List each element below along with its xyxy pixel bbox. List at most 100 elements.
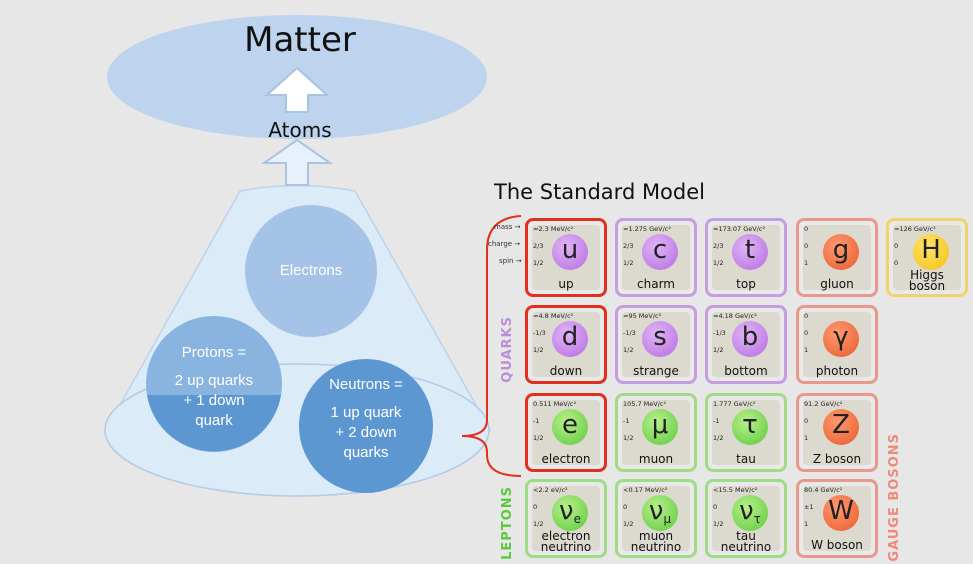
particle-mass: <2.2 eV/c²: [533, 486, 568, 494]
protons-circle-lower: [147, 395, 281, 452]
particle-name: electron neutrino: [540, 529, 592, 554]
particle-symbol-subscript: μ: [663, 512, 672, 526]
particle-spin: 1/2: [533, 520, 544, 528]
particle-symbol-text: ν: [559, 496, 574, 526]
particle-mass: ≈4.8 MeV/c²: [533, 312, 574, 320]
particle-mass: <15.5 MeV/c²: [713, 486, 758, 494]
particle-name: photon: [815, 364, 859, 378]
neutrons-circle: [299, 359, 433, 493]
particle-charge: 0: [533, 503, 538, 511]
particle-symbol: ντ: [732, 495, 768, 531]
particle-spin: 1/2: [533, 259, 544, 267]
up-arrow-icon: [264, 66, 330, 113]
particle-name: tau neutrino: [720, 529, 772, 554]
particle-charge: -1/3: [623, 329, 636, 337]
particle-charge: 0: [623, 503, 628, 511]
particle-spin: 0: [894, 259, 899, 267]
protons-desc: 2 up quarks + 1 down quark: [174, 372, 254, 429]
particle-mass: 0: [804, 225, 809, 233]
particle-name: W boson: [811, 538, 863, 552]
particle-symbol: τ: [732, 409, 768, 445]
particle-charge: -1/3: [533, 329, 546, 337]
particle-name: Higgs boson: [908, 268, 946, 293]
particle-spin: 1/2: [623, 259, 634, 267]
particle-spin: 1/2: [623, 346, 634, 354]
particle-charge: 0: [894, 242, 899, 250]
particle-mass: <0.17 MeV/c²: [623, 486, 668, 494]
particle-spin: 1/2: [533, 346, 544, 354]
particle-symbol: νe: [552, 495, 588, 531]
particle-mass: ≈4.18 GeV/c²: [713, 312, 757, 320]
particle-symbol-text: b: [741, 322, 759, 352]
particle-charge: -1: [623, 417, 630, 425]
particle-symbol-text: H: [921, 235, 941, 265]
particle-symbol-subscript: e: [573, 512, 581, 526]
particle-mass: 80.4 GeV/c²: [804, 486, 843, 494]
neutrons-title: Neutrons =: [329, 376, 403, 393]
particle-name: charm: [637, 277, 675, 291]
standard-model-title: The Standard Model: [494, 180, 705, 204]
particle-mass: ≈1.275 GeV/c²: [623, 225, 671, 233]
particle-spin: 1: [804, 520, 809, 528]
particle-symbol: e: [552, 409, 588, 445]
particle-cell: ≈4.8 MeV/c² -1/3 1/2 d down: [525, 305, 607, 384]
particle-symbol: t: [732, 234, 768, 270]
particle-symbol: s: [642, 321, 678, 357]
particle-charge: ±1: [804, 503, 814, 511]
particle-cell: ≈4.18 GeV/c² -1/3 1/2 b bottom: [705, 305, 787, 384]
particle-name: muon neutrino: [630, 529, 682, 554]
particle-name: electron: [541, 452, 591, 466]
particle-symbol: γ: [823, 321, 859, 357]
legend-mass: mass →: [494, 223, 521, 231]
particle-symbol-text: s: [653, 322, 667, 352]
particle-spin: 1/2: [533, 434, 544, 442]
particle-symbol-text: γ: [833, 322, 849, 352]
particle-charge: 2/3: [623, 242, 634, 250]
particle-symbol-text: μ: [651, 410, 669, 440]
particle-name: gluon: [820, 277, 854, 291]
particle-name: bottom: [724, 364, 768, 378]
gauge-bosons-label: GAUGE BOSONS: [887, 433, 902, 562]
group-brace: [461, 215, 522, 477]
particle-mass: 1.777 GeV/c²: [713, 400, 756, 408]
particle-symbol-text: ν: [648, 496, 664, 526]
legend-charge: charge →: [488, 240, 521, 248]
particle-spin: 1/2: [623, 520, 634, 528]
particle-symbol: d: [552, 321, 588, 357]
particle-charge: 0: [713, 503, 718, 511]
particle-mass: 105.7 MeV/c²: [623, 400, 667, 408]
particle-spin: 1: [804, 434, 809, 442]
particle-name: muon: [638, 452, 674, 466]
leptons-label: LEPTONS: [500, 486, 515, 560]
particle-name: down: [549, 364, 583, 378]
cone-base-inner: [104, 363, 490, 497]
particle-symbol: νμ: [642, 495, 678, 531]
particle-spin: 1: [804, 346, 809, 354]
particle-symbol-subscript: τ: [753, 512, 761, 526]
particle-name: Z boson: [812, 452, 862, 466]
protons-title: Protons =: [181, 344, 247, 361]
particle-symbol: W: [823, 495, 859, 531]
particle-symbol-text: g: [832, 235, 850, 265]
particle-spin: 1/2: [713, 434, 724, 442]
particle-symbol: H: [913, 234, 949, 270]
legend-spin: spin →: [499, 257, 522, 265]
particle-spin: 1/2: [713, 346, 724, 354]
particle-name: strange: [633, 364, 679, 378]
particle-mass: 0: [804, 312, 809, 320]
particle-charge: -1/3: [713, 329, 726, 337]
particle-spin: 1/2: [713, 259, 724, 267]
particle-symbol-text: ν: [739, 496, 754, 526]
neutrons-desc: 1 up quark + 2 down quarks: [330, 404, 402, 461]
matter-title: Matter: [244, 20, 356, 60]
particle-symbol-text: d: [561, 322, 579, 352]
